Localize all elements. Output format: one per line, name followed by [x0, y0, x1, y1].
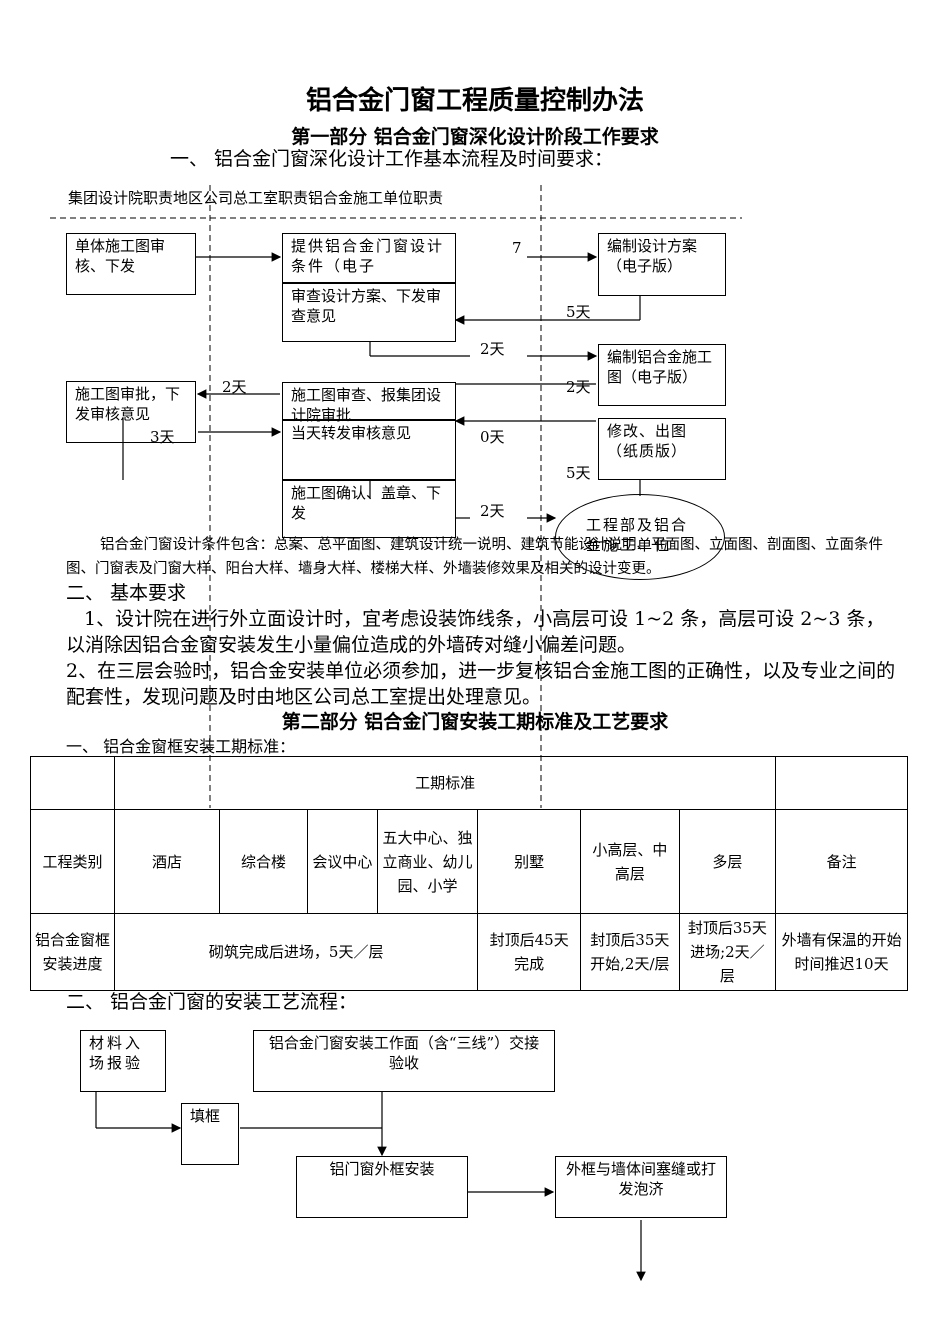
box-check-drawings: 施工图审查、报集团设计院审批 [282, 382, 456, 424]
box-workface-handover: 铝合金门窗安装工作面（含“三线”）交接验收 [253, 1030, 555, 1092]
design-conditions-note: 铝合金门窗设计条件包含：总案、总平面图、建筑设计统一说明、建筑节能设计说明、平面… [66, 537, 883, 577]
box-approve-drawings: 施工图审批，下发审核意见 [66, 381, 196, 443]
table-col-header: 多层 [678, 809, 777, 914]
table-col-header: 酒店 [114, 809, 220, 914]
table-header-blank [775, 756, 908, 810]
flow-label: 5天 [566, 464, 591, 482]
page-title: 铝合金门窗工程质量控制办法 [305, 86, 644, 116]
flow-label: 2天 [480, 340, 505, 358]
part2-sec1: 一、 铝合金窗框安装工期标准： [66, 737, 296, 756]
table-cell: 封顶后35天开始,2天/层 [580, 913, 680, 991]
table-col-header: 会议中心 [307, 809, 378, 914]
box-fill-frame: 填框 [181, 1103, 239, 1165]
ellipse-project-dept: 工程部及铝合金施工单位 [555, 494, 725, 580]
schedule-table: 工期标准 工程类别 酒店 综合楼 会议中心 五大中心、独立商业、幼儿园、小学 别… [29, 756, 908, 991]
table-header-merged: 工期标准 [114, 756, 777, 810]
table-cell: 砌筑完成后进场，5天／层 [114, 913, 479, 991]
table-col-header: 别墅 [477, 809, 582, 914]
box-single-review: 单体施工图审核、下发 [66, 233, 196, 295]
box-confirm-stamp: 施工图确认、盖章、下发 [282, 480, 456, 538]
columns-header: 集团设计院职责地区公司总工室职责铝合金施工单位职责 [68, 189, 444, 207]
flow-label: 7 [512, 239, 522, 257]
part1-sec2: 二、 基本要求 [66, 582, 187, 604]
table-col-header: 五大中心、独立商业、幼儿园、小学 [376, 809, 479, 914]
table-row-label: 铝合金窗框安装进度 [29, 913, 116, 991]
table-header-blank [29, 756, 116, 810]
box-draft-scheme: 编制设计方案（电子版） [598, 233, 726, 296]
box-draft-drawings: 编制铝合金施工图（电子版） [598, 344, 726, 406]
flow-label: 0天 [480, 428, 505, 446]
box-provide-conditions: 提供铝合金门窗设计条件（电子 [282, 233, 456, 283]
flow-label: 3天 [150, 428, 175, 446]
flow-label: 2天 [566, 378, 591, 396]
table-cell: 封顶后35天进场;2天／层 [678, 913, 777, 991]
part1-heading: 第一部分 铝合金门窗深化设计阶段工作要求 [291, 126, 659, 148]
flow-label: 2天 [480, 502, 505, 520]
table-cell: 封顶后45天完成 [477, 913, 582, 991]
table-col-header: 小高层、中高层 [580, 809, 680, 914]
part2-sec2: 二、 铝合金门窗的安装工艺流程： [66, 991, 358, 1013]
part1-sec1: 一、 铝合金门窗深化设计工作基本流程及时间要求： [170, 148, 614, 170]
box-forward-opinion: 当天转发审核意见 [282, 420, 456, 480]
table-col-header: 备注 [775, 809, 908, 914]
box-outer-frame-install: 铝门窗外框安装 [296, 1156, 468, 1218]
table-col-header: 综合楼 [218, 809, 309, 914]
box-material-inspection: 材料入场报验 [80, 1030, 166, 1092]
part2-heading: 第二部分 铝合金门窗安装工期标准及工艺要求 [281, 711, 669, 733]
table-col-header: 工程类别 [29, 809, 116, 914]
requirement-2: 2、在三层会验时，铝合金安装单位必须参加，进一步复核铝合金施工图的正确性，以及专… [66, 660, 896, 708]
box-revise-print: 修改、出图（纸质版） [598, 418, 726, 480]
requirement-1: 1、设计院在进行外立面设计时，宜考虑设装饰线条，小高层可设 1~2 条，高层可设… [66, 608, 885, 656]
box-review-scheme: 审查设计方案、下发审查意见 [282, 283, 456, 342]
flow-label: 2天 [222, 378, 247, 396]
box-caulking-foam: 外框与墙体间塞缝或打发泡济 [555, 1156, 727, 1218]
table-cell: 外墙有保温的开始时间推迟10天 [775, 913, 908, 991]
flow-label: 5天 [566, 303, 591, 321]
